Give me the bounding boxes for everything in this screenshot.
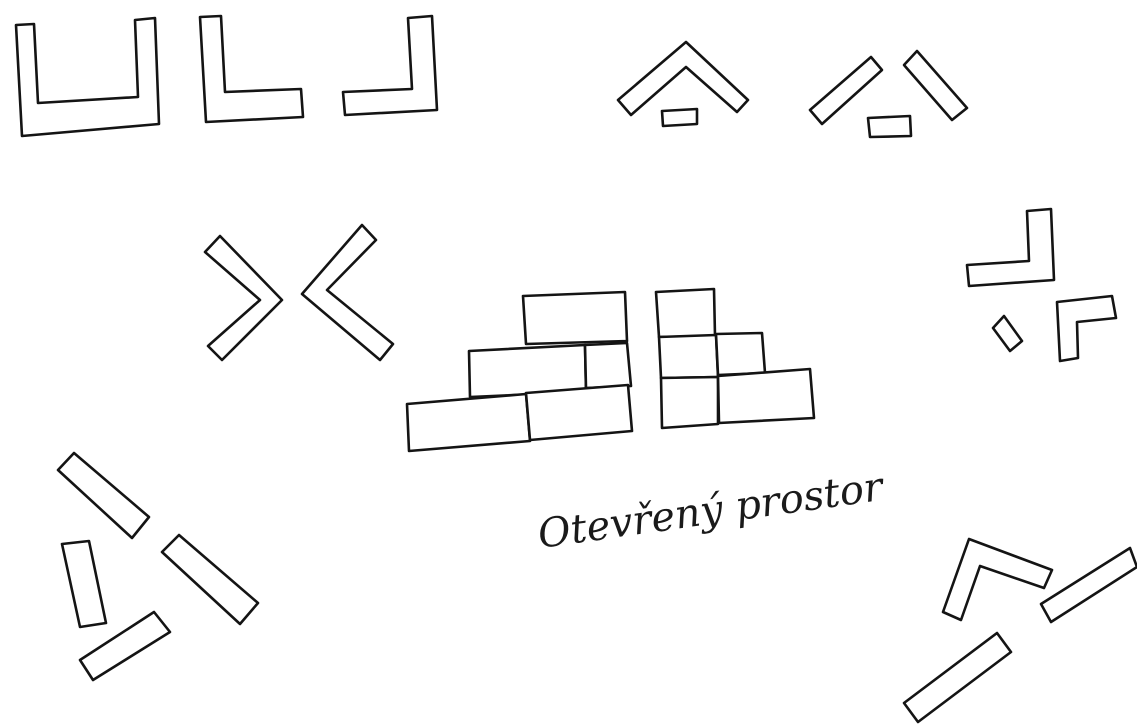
corner-group bbox=[967, 209, 1116, 361]
small-block bbox=[993, 316, 1022, 351]
roof-group-open bbox=[810, 51, 967, 137]
bar bbox=[58, 453, 149, 538]
scattered-bars-right bbox=[904, 539, 1137, 722]
brick bbox=[659, 335, 718, 378]
roof-chevron bbox=[618, 42, 748, 115]
chevron-left-facing bbox=[302, 225, 393, 360]
brick bbox=[718, 369, 814, 423]
brick bbox=[523, 292, 627, 344]
l-shape-upper bbox=[967, 209, 1054, 286]
bar bbox=[904, 633, 1011, 722]
roof-block bbox=[868, 116, 911, 137]
bar bbox=[1041, 548, 1137, 622]
caption-text: Otevřený prostor bbox=[535, 464, 888, 558]
u-shape bbox=[16, 18, 159, 136]
corner-chevron bbox=[943, 539, 1052, 620]
brick bbox=[526, 385, 632, 440]
chevron-right-facing bbox=[205, 236, 282, 360]
l-shape-lower bbox=[1057, 296, 1116, 361]
chevron-pair bbox=[205, 225, 393, 360]
roof-group-closed bbox=[618, 42, 748, 126]
brick bbox=[716, 333, 765, 375]
scattered-bars-left bbox=[58, 453, 258, 680]
brick-stack-left bbox=[407, 292, 632, 451]
brick bbox=[585, 343, 631, 388]
l-shape-left bbox=[200, 16, 303, 122]
u-shape-group bbox=[16, 16, 437, 136]
brick-stack-right bbox=[656, 289, 814, 428]
brick bbox=[407, 394, 530, 451]
roof-block bbox=[662, 109, 697, 126]
brick bbox=[661, 377, 718, 428]
roof-left-bar bbox=[810, 57, 882, 124]
bar bbox=[62, 541, 106, 627]
roof-right-bar bbox=[904, 51, 967, 120]
brick bbox=[656, 289, 715, 337]
bar bbox=[162, 535, 258, 624]
l-shape-right bbox=[343, 16, 437, 115]
